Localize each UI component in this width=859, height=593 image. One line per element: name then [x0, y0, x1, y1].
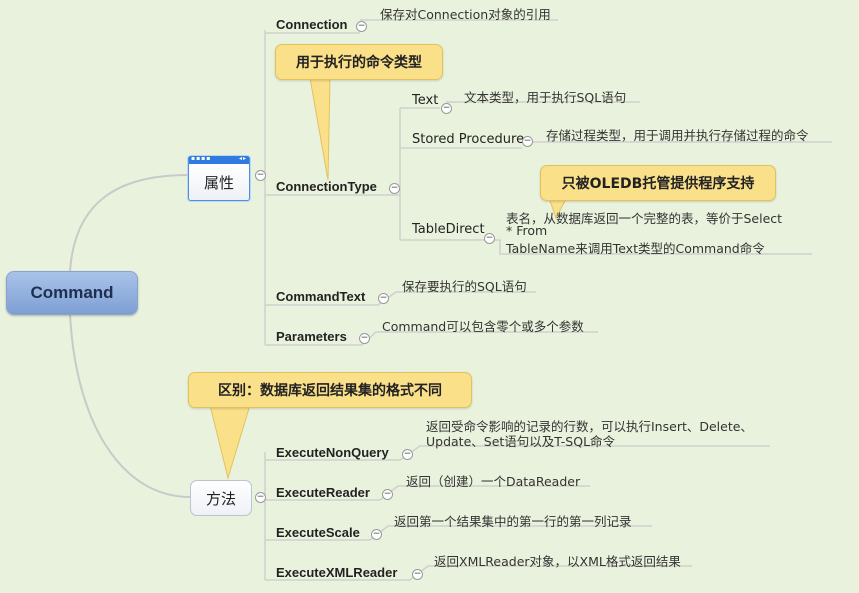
collapse-toggle-icon[interactable]: − — [382, 489, 393, 500]
callout-table-direct[interactable]: 只被OLEDB托管提供程序支持 — [540, 165, 776, 201]
collapse-toggle-icon[interactable]: − — [378, 293, 389, 304]
desc-command-text: 保存要执行的SQL语句 — [402, 279, 527, 294]
collapse-toggle-icon[interactable]: − — [412, 569, 423, 580]
collapse-toggle-icon[interactable]: − — [389, 183, 400, 194]
collapse-toggle-icon[interactable]: − — [255, 492, 266, 503]
desc-execute-reader: 返回（创建）一个DataReader — [406, 474, 581, 489]
node-table-direct[interactable]: TableDirect — [412, 222, 485, 237]
desc-parameters: Command可以包含零个或多个参数 — [382, 319, 584, 334]
desc-table-direct-line3: TableName来调用Text类型的Command命令 — [506, 241, 765, 256]
collapse-toggle-icon[interactable]: − — [484, 233, 495, 244]
root-node[interactable]: Command — [6, 271, 138, 315]
callout-pointer-methods — [209, 404, 251, 480]
desc-execute-scale: 返回第一个结果集中的第一行的第一列记录 — [394, 514, 632, 529]
node-execute-reader[interactable]: ExecuteReader — [276, 485, 370, 500]
callout-methods[interactable]: 区别：数据库返回结果集的格式不同 — [188, 372, 472, 408]
desc-text: 文本类型，用于执行SQL语句 — [464, 90, 627, 105]
collapse-toggle-icon[interactable]: − — [402, 449, 413, 460]
node-execute-xml-reader[interactable]: ExecuteXMLReader — [276, 565, 398, 580]
root-label: Command — [30, 283, 114, 302]
desc-table-direct-line2: * From — [506, 223, 548, 238]
node-execute-non-query[interactable]: ExecuteNonQuery — [276, 445, 389, 460]
desc-execute-xml-reader: 返回XMLReader对象，以XML格式返回结果 — [434, 554, 681, 569]
node-parameters[interactable]: Parameters — [276, 329, 347, 344]
methods-node[interactable]: 方法 — [190, 480, 252, 516]
collapse-toggle-icon[interactable]: − — [359, 333, 370, 344]
collapse-toggle-icon[interactable]: − — [255, 170, 266, 181]
properties-node[interactable]: ▪▪▪▪◂▸ 属性 — [188, 155, 250, 201]
node-connection[interactable]: Connection — [276, 17, 348, 32]
window-titlebar-icon: ▪▪▪▪◂▸ — [191, 155, 247, 162]
methods-label: 方法 — [205, 489, 236, 508]
desc-connection: 保存对Connection对象的引用 — [380, 7, 551, 22]
desc-execute-non-query-line2: Update、Set语句以及T-SQL命令 — [426, 434, 616, 449]
collapse-toggle-icon[interactable]: − — [441, 103, 452, 114]
collapse-toggle-icon[interactable]: − — [356, 21, 367, 32]
node-stored-procedure[interactable]: Stored Procedure — [412, 132, 525, 147]
desc-table-direct-line1: 表名，从数据库返回一个完整的表，等价于Select — [506, 211, 783, 226]
collapse-toggle-icon[interactable]: − — [371, 529, 382, 540]
node-text[interactable]: Text — [412, 93, 439, 108]
callout-connection-type[interactable]: 用于执行的命令类型 — [275, 44, 443, 80]
line-root-methods — [69, 312, 191, 498]
desc-stored-procedure: 存储过程类型，用于调用并执行存储过程的命令 — [546, 128, 809, 143]
properties-label: 属性 — [203, 173, 234, 192]
node-execute-scale[interactable]: ExecuteScale — [276, 525, 360, 540]
node-connection-type[interactable]: ConnectionType — [276, 179, 377, 194]
line-root-properties — [69, 174, 189, 272]
desc-execute-non-query-line1: 返回受命令影响的记录的行数，可以执行Insert、Delete、 — [426, 419, 753, 434]
collapse-toggle-icon[interactable]: − — [522, 136, 533, 147]
node-command-text[interactable]: CommandText — [276, 289, 366, 304]
callout-pointer-connection-type — [309, 77, 331, 181]
